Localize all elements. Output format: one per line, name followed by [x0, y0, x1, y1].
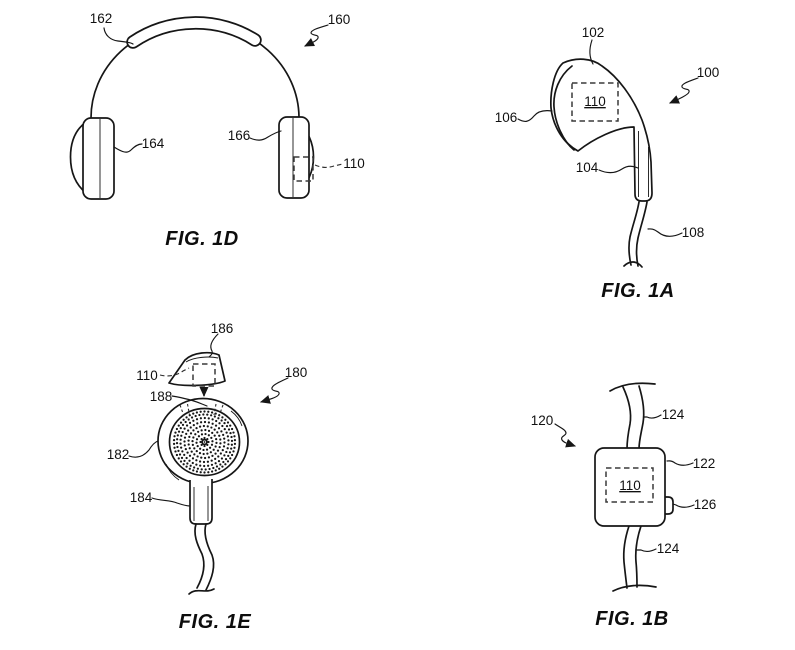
grille-center-dot	[203, 441, 206, 443]
left-earcup-cushion	[69, 121, 87, 194]
label-182: 182	[107, 447, 130, 462]
label-100: 100	[697, 65, 720, 80]
speaker-grille	[172, 410, 237, 474]
grille-center-ring	[201, 438, 208, 446]
leader-104	[598, 165, 639, 174]
label-110-boxed: 110	[584, 94, 606, 109]
leader-184	[151, 497, 191, 507]
label-122: 122	[693, 456, 716, 471]
label-110-boxed: 110	[619, 478, 641, 493]
reference-arrow-120	[554, 423, 576, 448]
leader-188	[171, 395, 208, 407]
cable-left-edge	[194, 523, 205, 589]
cable	[623, 201, 648, 268]
leader-110-dashed	[159, 367, 190, 377]
removable-cap	[168, 351, 226, 387]
label-102: 102	[582, 25, 605, 40]
crown-button	[663, 496, 674, 515]
left-earcup	[69, 117, 115, 200]
label-110: 110	[136, 368, 158, 383]
headband-arc	[90, 22, 300, 120]
earbud-body	[550, 58, 653, 202]
cable-right-edge	[635, 201, 648, 267]
label-166: 166	[228, 128, 251, 143]
label-104: 104	[576, 160, 599, 175]
leader-124-bottom	[636, 548, 657, 552]
cable	[188, 523, 215, 595]
label-186: 186	[211, 321, 234, 336]
leader-108	[647, 228, 683, 237]
leader-164	[113, 143, 143, 153]
label-160: 160	[328, 12, 351, 27]
cap-top-rim	[185, 356, 219, 363]
label-164: 164	[142, 136, 165, 151]
rim-shading-arc-bottom	[165, 463, 180, 481]
label-188: 188	[150, 389, 173, 404]
caption-fig-1e: FIG. 1E	[179, 611, 252, 633]
leader-186	[208, 333, 219, 358]
leader-126	[672, 503, 695, 508]
cable-right-edge	[204, 523, 215, 591]
cable-break-mark	[623, 261, 643, 268]
figure-1d-headphones: 162 160 164 166 110 FIG. 1D	[69, 11, 365, 250]
cap-interface-prongs	[179, 403, 224, 417]
label-108: 108	[682, 225, 705, 240]
strap-bottom	[612, 525, 657, 592]
figure-1b-watch: 110 120 124 122 126 124 FIG. 1B	[531, 382, 717, 630]
label-106: 106	[495, 110, 518, 125]
module-dashed-box	[605, 467, 654, 503]
reference-arrow-160	[304, 24, 329, 47]
figure-1e-earbud-front: 186 110 180 188 182 184 FIG. 1E	[107, 321, 308, 633]
caption-fig-1a: FIG. 1A	[601, 280, 675, 302]
module-dashed-box	[571, 82, 619, 122]
leader-122	[666, 460, 694, 466]
label-110: 110	[343, 156, 365, 171]
leader-182	[128, 440, 159, 458]
figure-1a-earbud: 110 102 100 106 104 108 FIG. 1A	[495, 25, 720, 302]
leader-162	[103, 27, 134, 45]
module-dashed-box	[192, 363, 216, 387]
strap-break-mark	[609, 382, 656, 392]
cap-outline	[168, 351, 226, 387]
label-184: 184	[130, 490, 153, 505]
leader-124-top	[643, 414, 662, 419]
caption-fig-1b: FIG. 1B	[595, 608, 669, 630]
label-126: 126	[694, 497, 717, 512]
caption-fig-1d: FIG. 1D	[165, 228, 239, 250]
label-162: 162	[90, 11, 113, 26]
label-124-top: 124	[662, 407, 685, 422]
leader-166	[249, 130, 282, 141]
label-124-bottom: 124	[657, 541, 680, 556]
strap-top	[609, 382, 656, 450]
cable-break-mark	[188, 588, 215, 595]
left-earcup-shell	[82, 117, 115, 200]
earbud-stem	[189, 479, 213, 525]
label-180: 180	[285, 365, 308, 380]
leader-102	[589, 39, 594, 65]
strap-break-mark	[612, 584, 657, 592]
speaker-rim	[168, 407, 241, 477]
headband-pad	[128, 17, 260, 47]
rim-shading-arc-top	[230, 410, 243, 427]
cable-left-edge	[628, 201, 640, 266]
earbud-face-edge	[553, 65, 575, 151]
label-120: 120	[531, 413, 554, 428]
reference-arrow-180	[260, 377, 289, 404]
reference-arrow-100	[669, 77, 699, 104]
module-dashed-box	[293, 156, 314, 182]
right-earcup	[278, 116, 315, 199]
leader-110-dashed	[314, 163, 344, 168]
leader-106	[517, 110, 553, 122]
